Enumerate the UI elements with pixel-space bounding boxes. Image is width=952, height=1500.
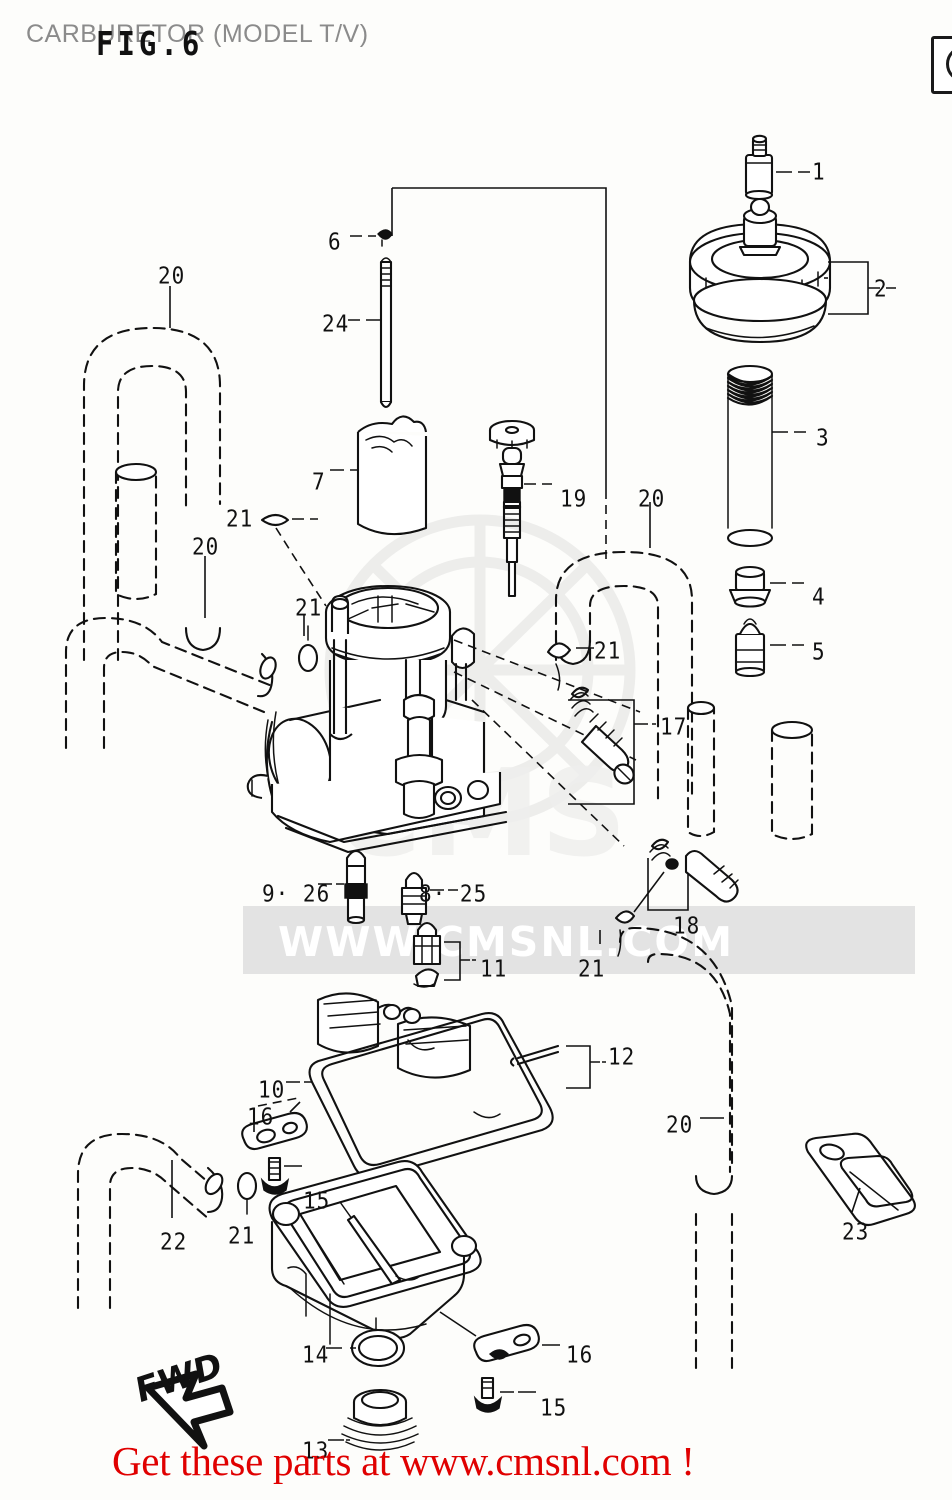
callout-17: 17 <box>660 713 688 740</box>
callout-14: 14 <box>302 1341 330 1368</box>
part-20-hose-mid-left <box>64 616 277 750</box>
part-21-clip-b <box>297 625 319 673</box>
part-3-spring <box>726 364 774 548</box>
callout-12: 12 <box>608 1043 636 1070</box>
callout-21-b: 21 <box>295 594 323 621</box>
callout-8-25: 8· 25 <box>419 880 488 907</box>
callout-22: 22 <box>160 1228 188 1255</box>
callout-21-a: 21 <box>226 505 254 532</box>
part-15-screw-b <box>473 1376 503 1413</box>
hose-segment-right <box>770 720 814 841</box>
fwd-direction-arrow <box>144 1370 234 1450</box>
figure-number: FIG.6 <box>96 24 204 64</box>
callout-21-c: 21 <box>594 637 622 664</box>
callout-3: 3 <box>816 424 830 451</box>
part-21-clip-e <box>236 1171 258 1215</box>
part-1-cable-adjuster <box>744 134 774 201</box>
part-12-floats <box>316 992 560 1079</box>
callout-20-a: 20 <box>158 262 186 289</box>
part-14-o-ring <box>350 1328 406 1368</box>
part-20-hose-bottom-right <box>618 926 734 1370</box>
hose-segment-right-slim <box>686 700 716 838</box>
part-20-hose-upper-left <box>82 326 222 662</box>
part-21-clip-c <box>546 642 572 691</box>
callout-13: 13 <box>302 1437 330 1464</box>
part-17-spring-screw <box>569 686 635 785</box>
callout-1: 1 <box>812 158 826 185</box>
callout-2: 2 <box>874 275 888 302</box>
callout-4: 4 <box>812 583 826 610</box>
callout-20-d: 20 <box>666 1111 694 1138</box>
part-7-throttle-slide <box>356 415 428 536</box>
callout-9-26: 9· 26 <box>262 880 331 907</box>
part-18-spring-screw <box>649 838 739 903</box>
callout-21-e: 21 <box>228 1222 256 1249</box>
callout-23: 23 <box>842 1218 870 1245</box>
callout-11: 11 <box>480 955 508 982</box>
part-11-needle-valve <box>412 921 442 988</box>
part-16-clamp-plate <box>241 1111 308 1151</box>
callout-20-c: 20 <box>638 485 666 512</box>
float-chamber-bowl <box>268 1160 482 1363</box>
part-15-screw-a <box>260 1156 290 1195</box>
part-23-cable-bracket <box>805 1132 916 1227</box>
callout-18: 18 <box>673 912 701 939</box>
part-9-26-pilot-jet <box>344 849 368 925</box>
carburetor-body <box>246 584 641 854</box>
callout-10: 10 <box>258 1076 286 1103</box>
callout-15: 15 <box>303 1187 331 1214</box>
part-19-needle-assembly <box>488 419 536 598</box>
part-21-clip-a <box>260 513 327 607</box>
part-13-drain-plug <box>341 1388 419 1451</box>
part-21-clip-d <box>614 871 665 957</box>
callout-15-b: 15 <box>540 1394 568 1421</box>
callout-16: 16 <box>247 1103 275 1130</box>
part-22-hose <box>76 1132 224 1310</box>
callout-19: 19 <box>560 485 588 512</box>
callout-21-d: 21 <box>578 955 606 982</box>
corner-marker-box <box>931 36 952 94</box>
callout-16-b: 16 <box>566 1341 594 1368</box>
hose-segment-left <box>114 462 158 601</box>
part-4-nut <box>728 565 772 608</box>
callout-5: 5 <box>812 638 826 665</box>
page-title: CARBURETOR (MODEL T/V) <box>26 20 369 48</box>
callout-6: 6 <box>328 228 342 255</box>
part-2-top-cap <box>688 197 832 344</box>
part-16-clamp-plate-b <box>473 1323 540 1363</box>
part-8-25-main-jet <box>400 871 428 926</box>
footer-cta-text: Get these parts at www.cmsnl.com ! <box>112 1438 695 1484</box>
part-5-pilot-screw <box>734 618 766 678</box>
callout-7: 7 <box>312 468 326 495</box>
part-24-jet-needle <box>379 257 393 409</box>
part-6-clip <box>377 229 393 247</box>
callout-24: 24 <box>322 310 350 337</box>
callout-20-b: 20 <box>192 533 220 560</box>
page-header: CARBURETOR (MODEL T/V) FIG.6 <box>0 0 952 94</box>
